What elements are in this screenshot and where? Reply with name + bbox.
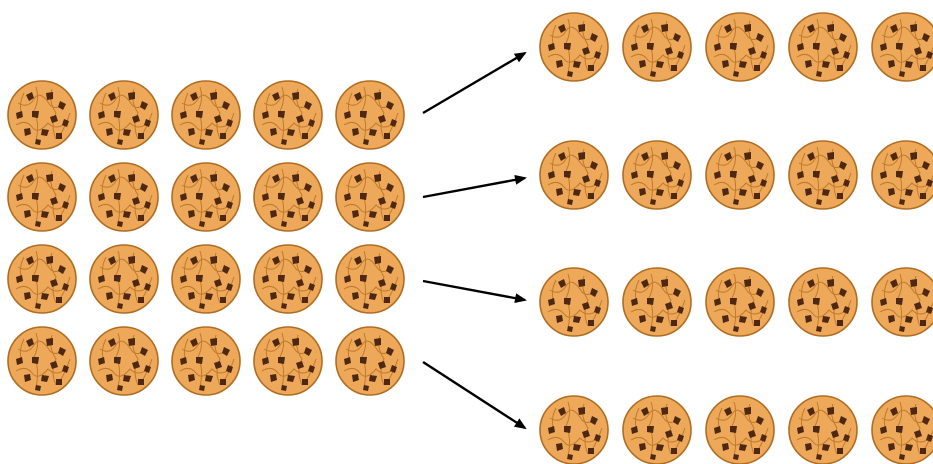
cookie-icon: [539, 12, 609, 82]
cookie-icon: [622, 12, 692, 82]
cookie-icon: [171, 326, 241, 396]
arrow-group: [422, 51, 527, 430]
cookie-icon: [7, 326, 77, 396]
cookie-icon: [335, 244, 405, 314]
cookie-icon: [171, 162, 241, 232]
cookie-icon: [705, 12, 775, 82]
cookie-icon: [705, 140, 775, 210]
cookie-icon: [705, 267, 775, 337]
cookie-icon: [335, 80, 405, 150]
cookie-icon: [89, 80, 159, 150]
cookie-icon: [622, 267, 692, 337]
target-group-4: [539, 395, 933, 464]
cookie-icon: [705, 395, 775, 464]
cookie-icon: [539, 140, 609, 210]
target-group-3: [539, 267, 933, 337]
cookie-icon: [7, 80, 77, 150]
cookie-icon: [335, 326, 405, 396]
cookie-icon: [7, 244, 77, 314]
arrow-right-icon: [422, 51, 527, 115]
cookie-icon: [871, 12, 933, 82]
arrow-right-icon: [422, 174, 527, 199]
cookie-icon: [788, 267, 858, 337]
cookie-icon: [622, 395, 692, 464]
cookie-icon: [788, 395, 858, 464]
cookie-icon: [253, 244, 323, 314]
source-cookie-group: [7, 80, 405, 396]
cookie-icon: [622, 140, 692, 210]
target-group-2: [539, 140, 933, 210]
cookie-icon: [253, 80, 323, 150]
arrow-right-icon: [422, 360, 527, 430]
cookie-icon: [871, 395, 933, 464]
cookie-icon: [335, 162, 405, 232]
cookie-icon: [253, 326, 323, 396]
cookie-icon: [89, 162, 159, 232]
cookie-icon: [253, 162, 323, 232]
cookie-icon: [871, 140, 933, 210]
target-cookie-groups: [539, 12, 933, 464]
cookie-icon: [89, 244, 159, 314]
cookie-icon: [539, 267, 609, 337]
cookie-icon: [788, 12, 858, 82]
cookie-icon: [171, 244, 241, 314]
cookie-icon: [788, 140, 858, 210]
cookie-icon: [7, 162, 77, 232]
cookie-icon: [871, 267, 933, 337]
arrow-right-icon: [422, 279, 527, 304]
cookie-icon: [89, 326, 159, 396]
cookie-icon: [539, 395, 609, 464]
target-group-1: [539, 12, 933, 82]
cookie-icon: [171, 80, 241, 150]
